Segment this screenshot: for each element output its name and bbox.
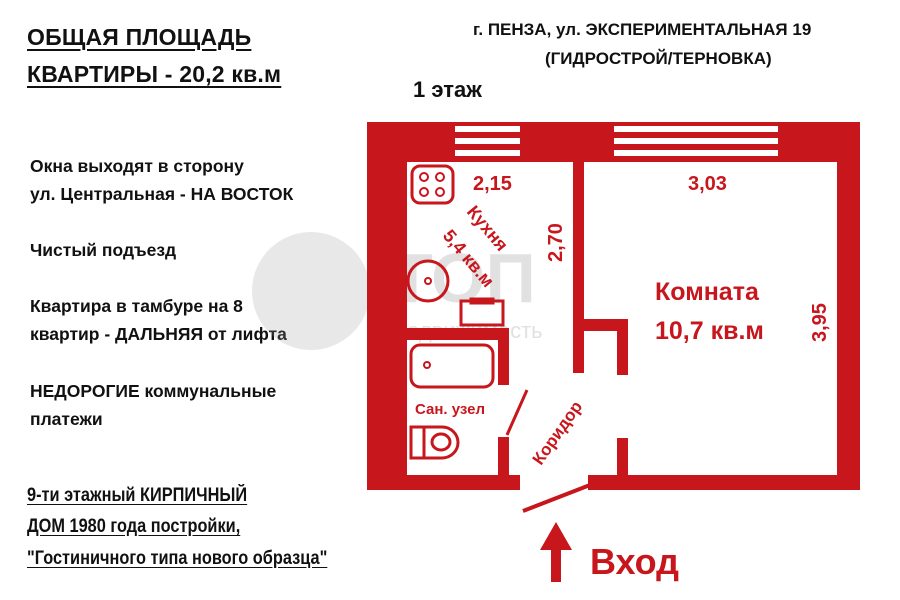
bathroom-label: Сан. узел [415,401,485,418]
sink-icon [406,259,450,303]
bathroom-door [505,389,529,436]
kitchen-bath-wall [407,328,509,340]
note-text: платежи [30,409,103,429]
kitchen-width: 2,15 [473,173,512,195]
outer-wall-bottom-left [367,475,520,490]
room-width: 3,03 [688,173,727,195]
entrance-arrow-icon [540,522,572,582]
room-length: 3,95 [809,303,831,342]
total-area-heading-line2: КВАРТИРЫ - 20,2 кв.м [27,61,282,87]
note-entrance: Чистый подъезд [30,236,176,264]
toilet-icon [409,425,460,460]
note-text: Окна выходят в сторону [30,156,244,176]
address-line2: (ГИДРОСТРОЙ/ТЕРНОВКА) [545,49,772,68]
room-window [614,126,778,156]
room-label: Комната [655,278,760,306]
entrance-door [522,483,591,513]
entrance-label: Вход [590,541,679,582]
bathtub-icon [409,343,495,389]
note-utilities: НЕДОРОГИЕ коммунальные платежи [30,377,276,433]
floor-label: 1 этаж [413,77,482,102]
note-text: Квартира в тамбуре на 8 [30,296,243,316]
watermark-brand: ТОП [390,239,536,317]
outer-wall-top [367,122,860,162]
corridor-label: Коридор [529,397,587,468]
kitchen-length: 2,70 [545,223,567,262]
kitchen-window [455,126,520,156]
outer-wall-right [837,122,860,490]
room-area: 10,7 кв.м [655,317,764,345]
bath-wall-lower [498,437,509,475]
kitchen-room-partition [573,162,584,373]
note-text: квартир - ДАЛЬНЯЯ от лифта [30,324,287,344]
room-wall-lower [617,438,628,475]
address-line1: г. ПЕНЗА, ул. ЭКСПЕРИМЕНТАЛЬНАЯ 19 [473,20,812,39]
radiator-icon [459,297,505,327]
room-stub-vertical [617,319,628,375]
note-text: НЕДОРОГИЕ коммунальные [30,381,277,401]
note-windows: Окна выходят в сторону ул. Центральная -… [30,152,293,208]
bath-wall-upper [498,340,509,385]
note-text: Чистый подъезд [30,240,177,260]
outer-wall-bottom-right [588,475,860,490]
total-area-heading-line1: ОБЩАЯ ПЛОЩАДЬ [27,24,252,50]
watermark-logo [252,232,370,350]
note-vestibule: Квартира в тамбуре на 8 квартир - ДАЛЬНЯ… [30,292,287,348]
note-text: ул. Центральная - НА ВОСТОК [30,184,294,204]
outer-wall-left [367,122,407,490]
building-line2: ДОМ 1980 года постройки, [27,516,241,537]
stove-icon [410,164,455,205]
building-line3: "Гостиничного типа нового образца" [27,548,328,569]
building-line1: 9-ти этажный КИРПИЧНЫЙ [27,485,248,506]
